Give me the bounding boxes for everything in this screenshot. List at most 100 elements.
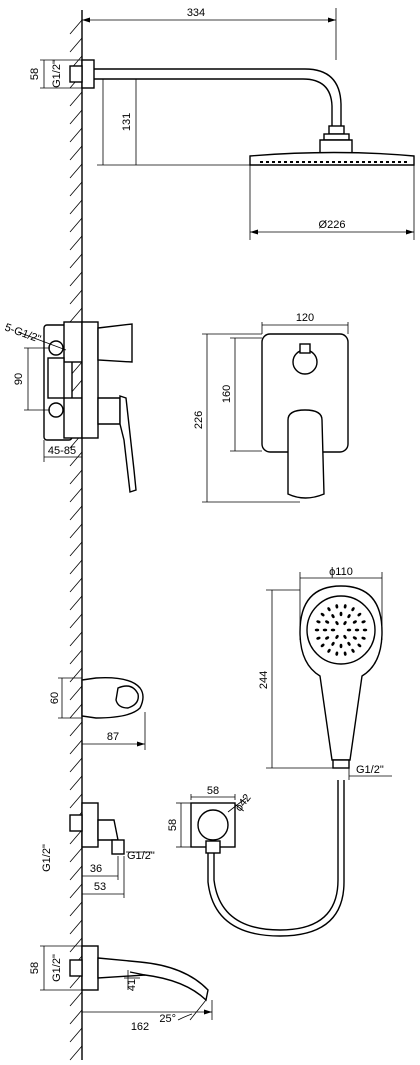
wall-hatch-line xyxy=(69,577,83,593)
hand-nozzle xyxy=(335,634,339,639)
hand-nozzle xyxy=(339,643,343,649)
wall xyxy=(69,10,83,1061)
hand-nozzle xyxy=(357,612,362,617)
wall-hatch-line xyxy=(69,919,83,935)
head-nozzle xyxy=(338,161,341,163)
shower-head xyxy=(249,151,415,166)
head-nozzle xyxy=(380,161,383,163)
arm-wall-flange xyxy=(81,59,95,89)
wall-hatch-line xyxy=(69,775,83,791)
dim-holder-height: 60 xyxy=(49,692,61,704)
wall-hatch-line xyxy=(69,667,83,683)
wall-hatch-line xyxy=(69,451,83,467)
dim-elbow-width: 58 xyxy=(207,785,219,797)
hand-nozzle xyxy=(351,607,355,612)
head-nozzle xyxy=(302,161,305,163)
dim-hand-diameter: ϕ110 xyxy=(329,566,353,578)
mixer-plate-side xyxy=(81,321,99,439)
hand-nozzle xyxy=(322,628,328,632)
spout-thread-label: G1/2" xyxy=(51,954,63,982)
hand-thread-label: G1/2" xyxy=(356,764,384,776)
dim-elbow-diameter: ϕ42 xyxy=(233,792,254,814)
hand-nozzle xyxy=(331,641,335,646)
wall-hatch-line xyxy=(69,145,83,161)
hand-nozzle xyxy=(343,634,347,639)
head-nozzle xyxy=(272,161,275,163)
wall-hatch-line xyxy=(69,253,83,269)
hose xyxy=(213,780,339,931)
hand-nozzle xyxy=(327,607,331,612)
hand-nozzle xyxy=(314,628,320,632)
wall-hatch-line xyxy=(69,505,83,521)
wall-hatch-line xyxy=(69,1009,83,1025)
wall-hatch-line xyxy=(69,235,83,251)
hand-nozzle xyxy=(331,614,335,619)
hand-nozzle xyxy=(352,636,357,640)
wall-hatch-line xyxy=(69,469,83,485)
hand-nozzle xyxy=(320,643,325,648)
overhead-shower: 334 58 G1/2" 131 Ø226 xyxy=(29,7,415,240)
dim-spout-angle: 25° xyxy=(159,1013,176,1025)
head-nozzle xyxy=(398,161,401,163)
mixer-front-plate: 120 226 160 xyxy=(193,312,349,503)
dimension-arm-length: 334 xyxy=(82,7,337,60)
wall-hatch-line xyxy=(69,595,83,611)
head-nozzle xyxy=(308,161,311,163)
hand-nozzle xyxy=(339,611,343,617)
hand-nozzle xyxy=(335,604,339,609)
head-nozzle xyxy=(278,161,281,163)
wall-hatch-line xyxy=(69,757,83,773)
wall-hatch-line xyxy=(69,991,83,1007)
head-nozzle xyxy=(356,161,359,163)
wall-hatch-line xyxy=(69,721,83,737)
dim-mixer-depth: 45-85 xyxy=(48,445,76,457)
dim-mixer-spacing: 90 xyxy=(13,373,25,385)
dim-outlet-53: 53 xyxy=(94,881,106,893)
head-nozzle xyxy=(344,161,347,163)
dim-holder-depth: 87 xyxy=(107,731,119,743)
hand-nozzle xyxy=(347,641,351,646)
wall-hatch-line xyxy=(69,163,83,179)
wall-hatch-line xyxy=(69,739,83,755)
head-nozzle xyxy=(368,161,371,163)
hand-nozzle xyxy=(325,636,330,640)
dim-elbow-height: 58 xyxy=(167,819,179,831)
wall-hatch-line xyxy=(69,199,83,215)
hand-shower: ϕ110 244 G1/2" xyxy=(207,566,392,937)
wall-hatch-line xyxy=(69,1045,83,1061)
hand-nozzle xyxy=(351,648,355,653)
wall-hatch-line xyxy=(69,271,83,287)
wall-hatch-line xyxy=(69,685,83,701)
hand-nozzle xyxy=(352,620,357,624)
hand-nozzle xyxy=(361,636,366,640)
wall-hatch-line xyxy=(69,937,83,953)
hand-nozzle xyxy=(316,620,321,624)
hand-nozzle xyxy=(361,620,366,624)
head-nozzle xyxy=(362,161,365,163)
shower-holder-side: 60 87 xyxy=(49,677,146,750)
dim-flange-58: 58 xyxy=(29,68,41,80)
dim-334-label: 334 xyxy=(187,7,205,19)
wall-hatch-line xyxy=(69,829,83,845)
head-nozzle xyxy=(296,161,299,163)
wall-hatch-line xyxy=(69,649,83,665)
hand-nozzle xyxy=(347,614,351,619)
wall-hatch-line xyxy=(69,91,83,107)
dim-spout-outlet: 41 xyxy=(126,979,138,991)
head-nozzle xyxy=(332,161,335,163)
head-nozzle xyxy=(404,161,407,163)
head-nozzle xyxy=(374,161,377,163)
bath-spout: 58 G1/2" 41 162 25° xyxy=(29,945,213,1033)
wall-hatch-line xyxy=(69,109,83,125)
head-nozzle xyxy=(260,161,263,163)
wall-hatch-line xyxy=(69,487,83,503)
dim-hand-length: 244 xyxy=(258,671,270,689)
hand-nozzle xyxy=(354,628,360,632)
lever-side xyxy=(119,395,137,493)
hand-nozzle xyxy=(325,620,330,624)
arm-thread-label: G1/2" xyxy=(51,60,63,88)
wall-hatch-line xyxy=(69,307,83,323)
hand-nozzle xyxy=(343,604,347,609)
wall-hatch-line xyxy=(69,289,83,305)
